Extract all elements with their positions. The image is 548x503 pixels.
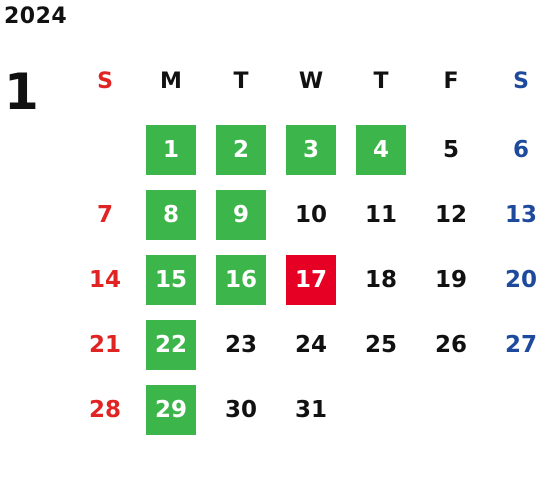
- weekday-header-fri: F: [443, 69, 459, 94]
- day-cell-9[interactable]: 9: [216, 190, 266, 240]
- day-cell-18[interactable]: 18: [364, 267, 397, 293]
- weekday-header-sun: S: [97, 69, 113, 94]
- day-cell-12[interactable]: 12: [434, 202, 467, 228]
- day-cell-8[interactable]: 8: [146, 190, 196, 240]
- day-cell-27[interactable]: 27: [504, 332, 537, 358]
- day-cell-21[interactable]: 21: [88, 332, 121, 358]
- day-cell-26[interactable]: 26: [434, 332, 467, 358]
- day-cell-15[interactable]: 15: [146, 255, 196, 305]
- day-cell-24[interactable]: 24: [294, 332, 327, 358]
- day-cell-6[interactable]: 6: [512, 137, 529, 163]
- day-cell-29[interactable]: 29: [146, 385, 196, 435]
- day-cell-13[interactable]: 13: [504, 202, 537, 228]
- day-cell-10[interactable]: 10: [294, 202, 327, 228]
- day-cell-23[interactable]: 23: [224, 332, 257, 358]
- day-cell-25[interactable]: 25: [364, 332, 397, 358]
- weekday-header-wed: W: [298, 69, 324, 94]
- day-cell-11[interactable]: 11: [364, 202, 397, 228]
- day-cell-31[interactable]: 31: [294, 397, 327, 423]
- day-cell-2[interactable]: 2: [216, 125, 266, 175]
- day-cell-3[interactable]: 3: [286, 125, 336, 175]
- day-cell-20[interactable]: 20: [504, 267, 537, 293]
- month-label: 1: [4, 63, 39, 121]
- day-cell-14[interactable]: 14: [88, 267, 121, 293]
- weekday-header-mon: M: [160, 69, 182, 94]
- weekday-header-sat: S: [513, 69, 529, 94]
- weekday-header-thu: T: [373, 69, 389, 94]
- day-cell-28[interactable]: 28: [88, 397, 121, 423]
- day-cell-7[interactable]: 7: [96, 202, 113, 228]
- day-cell-5[interactable]: 5: [442, 137, 459, 163]
- day-cell-16[interactable]: 16: [216, 255, 266, 305]
- day-cell-4[interactable]: 4: [356, 125, 406, 175]
- weekday-header-tue: T: [233, 69, 249, 94]
- day-cell-19[interactable]: 19: [434, 267, 467, 293]
- day-cell-1[interactable]: 1: [146, 125, 196, 175]
- year-label: 2024: [4, 4, 68, 29]
- day-cell-30[interactable]: 30: [224, 397, 257, 423]
- day-cell-17[interactable]: 17: [286, 255, 336, 305]
- day-cell-22[interactable]: 22: [146, 320, 196, 370]
